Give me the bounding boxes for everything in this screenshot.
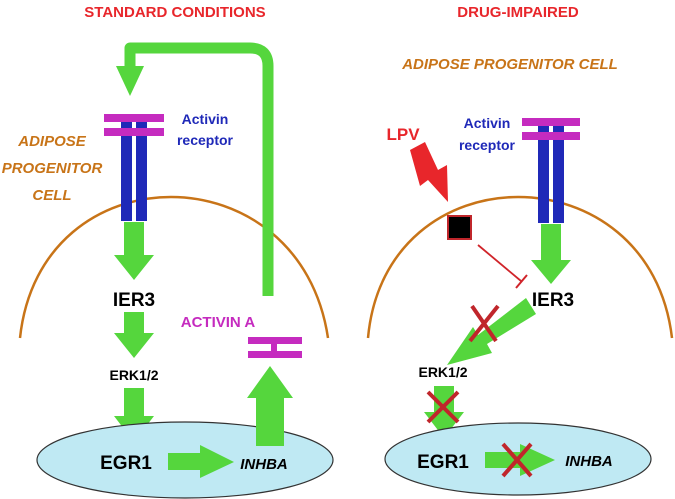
left-activin-a-ligand — [248, 337, 302, 358]
right-inhibition-line — [477, 244, 522, 282]
right-lpv-lightning-bolt — [410, 142, 448, 202]
right-cell-membrane — [366, 195, 674, 339]
right-block-cross-egr1-inhba — [501, 442, 533, 478]
right-activin-receptor — [522, 118, 580, 223]
left-erk-label: ERK1/2 — [109, 367, 158, 383]
left-ier3-label: IER3 — [113, 290, 155, 311]
right-erk-label: ERK1/2 — [418, 364, 467, 380]
right-panel-title: DRUG-IMPAIRED — [457, 4, 579, 21]
left-arrow-receptor-to-ier3 — [114, 222, 154, 280]
left-cell-label-line-3: CELL — [32, 187, 71, 204]
right-arrow-egr1-to-inhba-blocked — [485, 444, 555, 476]
right-panel: DRUG-IMPAIRED ADIPOSE PROGENITOR CELL Ac… — [366, 4, 674, 496]
left-activin-receptor — [104, 114, 164, 221]
left-feedback-loop-arrow — [124, 42, 274, 296]
right-inhibition-bar — [515, 274, 528, 289]
right-egr1-label: EGR1 — [417, 452, 469, 473]
left-receptor-label-line-1: Activin — [182, 111, 229, 127]
left-arrow-inhba-to-activin — [247, 366, 293, 446]
left-activin-a-label: ACTIVIN A — [181, 314, 256, 331]
left-inhba-label: INHBA — [240, 456, 288, 473]
right-ier3-label: IER3 — [532, 290, 574, 311]
right-inhba-label: INHBA — [565, 453, 613, 470]
right-lpv-label: LPV — [386, 125, 420, 144]
right-receptor-label-line-1: Activin — [464, 115, 511, 131]
right-receptor-label-line-2: receptor — [459, 137, 516, 153]
left-cell-label-line-1: ADIPOSE — [17, 133, 87, 150]
right-arrow-receptor-to-ier3 — [531, 224, 571, 284]
right-block-cross-erk-egr1 — [426, 390, 460, 424]
left-receptor-label-line-2: receptor — [177, 132, 234, 148]
left-cell-membrane — [18, 195, 330, 339]
right-cell-label: ADIPOSE PROGENITOR CELL — [401, 56, 618, 73]
right-drug-target-square — [447, 215, 472, 240]
right-block-cross-ier3-erk — [468, 304, 500, 343]
left-egr1-label: EGR1 — [100, 453, 152, 474]
left-feedback-arrowhead — [116, 66, 144, 96]
left-cell-label-line-2: PROGENITOR — [2, 160, 103, 177]
left-arrow-ier3-to-erk — [114, 312, 154, 358]
left-arrow-egr1-to-inhba — [168, 445, 234, 478]
left-panel: STANDARD CONDITIONS ADIPOSE PROGENITOR C… — [2, 4, 334, 499]
left-panel-title: STANDARD CONDITIONS — [84, 4, 265, 21]
